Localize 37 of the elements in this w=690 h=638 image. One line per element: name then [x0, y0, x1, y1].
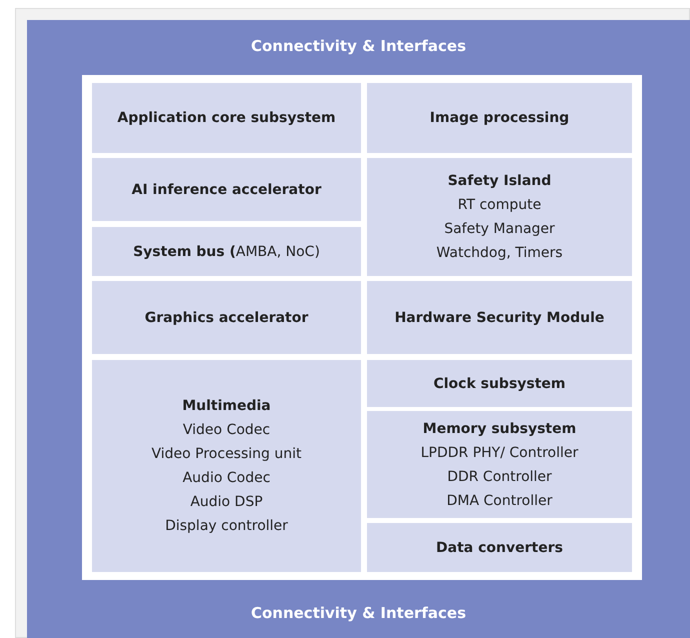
- block-title: Image processing: [430, 109, 570, 128]
- block-item: Audio Codec: [182, 469, 270, 488]
- block-item: Video Processing unit: [151, 445, 302, 464]
- outer-band: [27, 20, 690, 638]
- block-item: LPDDR PHY/ Controller: [420, 444, 578, 462]
- block-title: Application core subsystem: [117, 109, 336, 128]
- block: [92, 83, 361, 153]
- block-title: Clock subsystem: [433, 374, 566, 394]
- block: [367, 281, 632, 354]
- block-title: Multimedia: [182, 397, 271, 416]
- block: [92, 360, 361, 572]
- block-title: System bus (AMBA, NoC): [133, 242, 320, 262]
- block-item: Watchdog, Timers: [436, 244, 563, 263]
- block-item: DDR Controller: [447, 468, 552, 486]
- block-title: Data converters: [436, 538, 563, 558]
- block: [92, 158, 361, 221]
- band-title: Connectivity & Interfaces: [250, 604, 468, 622]
- block-title: Hardware Security Module: [394, 308, 604, 328]
- band-title: Connectivity & Interfaces: [250, 37, 468, 55]
- block-title: Graphics accelerator: [144, 308, 308, 328]
- block-title: Memory subsystem: [422, 420, 576, 438]
- block: [367, 83, 632, 153]
- block: [367, 360, 632, 407]
- block: [92, 227, 361, 276]
- inner-panel: [82, 75, 642, 580]
- block-item: DMA Controller: [446, 492, 552, 510]
- block: [367, 411, 632, 518]
- block: [367, 158, 632, 276]
- block-item: Safety Manager: [444, 220, 555, 239]
- block-title: AI inference accelerator: [132, 180, 322, 200]
- block-title: Safety Island: [448, 172, 552, 191]
- block-item: Display controller: [165, 517, 288, 536]
- block: [92, 281, 361, 354]
- block-item: Video Codec: [182, 421, 270, 440]
- block: [367, 523, 632, 572]
- block-item: RT compute: [458, 196, 542, 215]
- block-item: Audio DSP: [190, 493, 263, 512]
